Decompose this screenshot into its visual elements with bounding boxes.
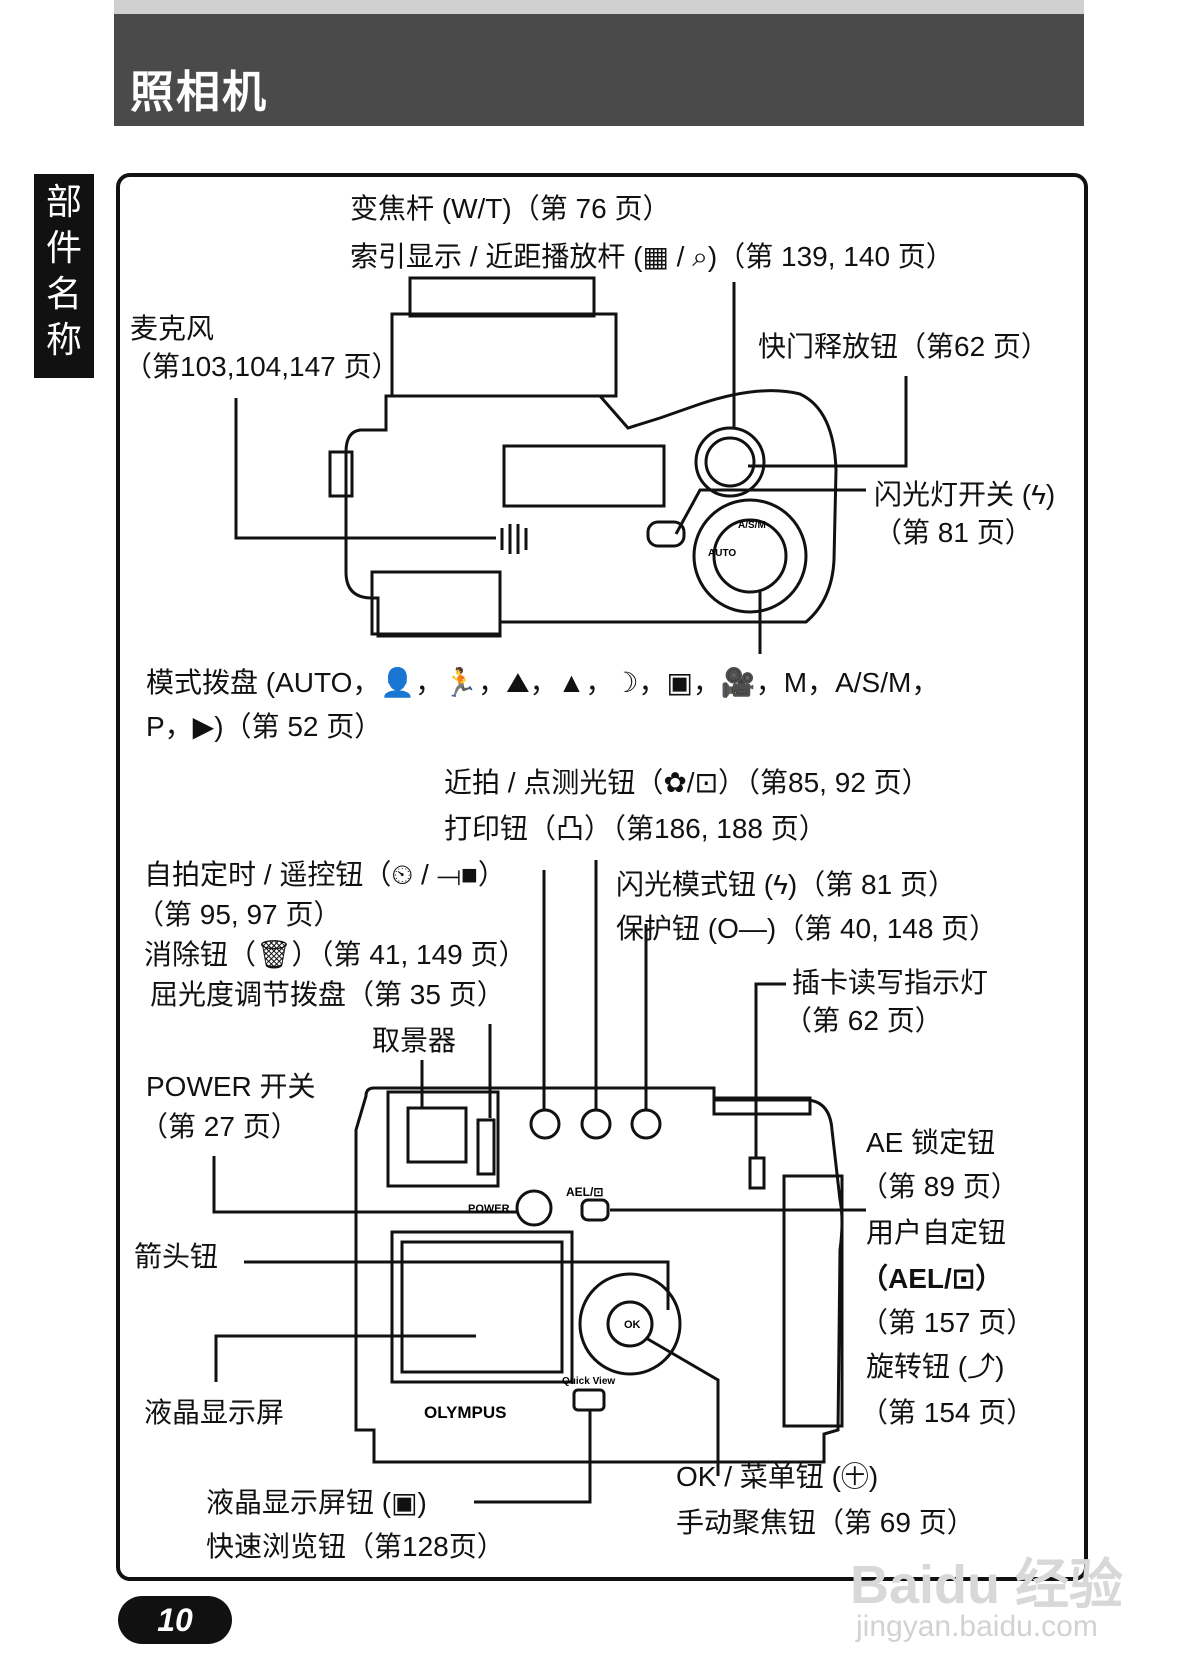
leader-power (212, 1156, 518, 1214)
leader-flash-switch (674, 488, 866, 535)
label-lcd-button: 液晶显示屏钮 (▣) (206, 1487, 427, 1518)
leader-card-lamp (754, 982, 786, 1158)
label-custom-pages: （第 157 页） (860, 1307, 1035, 1338)
camera-ael-text: AEL/⊡ (566, 1185, 603, 1199)
label-index-lever: 索引显示 / 近距播放杆 (▦ / ⌕)（第 139, 140 页） (350, 241, 954, 272)
label-mode-dial-2: P，▶)（第 52 页） (146, 711, 383, 742)
label-mode-dial: 模式拨盘 (AUTO，👤，🏃，⛰，▲，☽，▣，🎥，M，A/S/M， (146, 667, 940, 698)
label-shutter: 快门释放钮（第62 页） (758, 331, 1049, 362)
section-tab-char: 名 (45, 274, 82, 315)
top-dial-edge (712, 1096, 812, 1116)
label-rotate-pages: （第 154 页） (860, 1397, 1035, 1428)
flash-switch (646, 520, 686, 548)
camera-top-body (344, 389, 838, 638)
watermark: Baidu 经验 (850, 1555, 1124, 1615)
watermark-url: jingyan.baidu.com (856, 1610, 1098, 1643)
section-tab-char: 件 (45, 228, 82, 269)
label-diopter: 屈光度调节拨盘（第 35 页） (150, 979, 505, 1010)
label-lcd: 液晶显示屏 (144, 1397, 285, 1428)
lens-barrel (390, 312, 618, 398)
label-microphone-pages: （第103,104,147 页） (124, 351, 400, 382)
section-tab-char: 部 (45, 182, 82, 223)
diopter-dial (476, 1118, 496, 1176)
label-zoom-lever: 变焦杆 (W/T)（第 76 页） (350, 193, 671, 224)
label-ae-lock: AE 锁定钮 (866, 1127, 996, 1158)
leader-lcd (214, 1334, 476, 1382)
self-timer-button (529, 1108, 561, 1140)
label-flash-switch-pages: （第 81 页） (874, 517, 1033, 548)
label-arrow: 箭头钮 (134, 1241, 219, 1272)
camera-asm-text: A/S/M (738, 520, 766, 531)
leader-quickview (474, 1410, 592, 1504)
microphone-grille (500, 524, 528, 554)
label-macro-spot: 近拍 / 点测光钮（✿/⊡）（第85, 92 页） (444, 767, 930, 798)
lcd-screen-frame (390, 1230, 574, 1384)
label-power-pages: （第 27 页） (140, 1111, 299, 1142)
label-rotate: 旋转钮 (⤴) (866, 1351, 1005, 1382)
label-erase: 消除钮（🗑）（第 41, 149 页） (144, 939, 527, 970)
label-flash-switch: 闪光灯开关 (ϟ) (874, 479, 1056, 510)
label-card-lamp-pages: （第 62 页） (784, 1005, 943, 1036)
header-bar (114, 0, 1084, 126)
section-tab: 部 件 名 称 (34, 174, 94, 378)
ok-button (606, 1300, 654, 1348)
grip-front (370, 570, 502, 636)
viewfinder-housing (386, 1090, 500, 1188)
flash-mode-button (630, 1108, 662, 1140)
leader-microphone (234, 398, 496, 540)
leader-ok (645, 1336, 720, 1476)
header-top-strip (114, 0, 1084, 14)
label-quick-view: 快速浏览钮（第128页） (206, 1531, 505, 1562)
card-access-lamp (748, 1156, 766, 1190)
ael-button (580, 1198, 610, 1222)
label-power-switch: POWER 开关 (146, 1071, 316, 1102)
page-number: 10 (118, 1596, 232, 1644)
macro-button (580, 1108, 612, 1140)
camera-auto-text: AUTO (708, 548, 736, 559)
lcd-screen (400, 1240, 564, 1374)
section-tab-char: 称 (45, 320, 82, 361)
shutter-button (694, 426, 766, 498)
label-print: 打印钮（凸）（第186, 188 页） (444, 813, 827, 844)
label-card-lamp: 插卡读写指示灯 (792, 967, 989, 998)
label-self-timer-pages: （第 95, 97 页） (136, 899, 342, 930)
strap-lug-left (328, 450, 354, 498)
lens-cap-ring (408, 276, 596, 318)
mode-dial (692, 498, 808, 614)
arrow-pad (578, 1272, 682, 1376)
label-custom: 用户自定钮 (866, 1217, 1007, 1248)
label-self-timer: 自拍定时 / 遥控钮（⏲ / ⟞■） (144, 859, 506, 890)
camera-ok-text: OK (624, 1319, 641, 1331)
label-manual-focus: 手动聚焦钮（第 69 页） (676, 1507, 975, 1538)
leader-arrow (244, 1260, 670, 1350)
content-frame (116, 173, 1088, 1581)
page-title: 照相机 (130, 67, 268, 118)
top-lcd-panel (502, 444, 666, 508)
viewfinder-window (406, 1106, 468, 1164)
card-door (782, 1174, 844, 1428)
label-ok-menu: OK / 菜单钮 (㊉) (676, 1461, 879, 1492)
label-ae-lock-pages: （第 89 页） (860, 1171, 1019, 1202)
camera-quickview-text: Quick View (562, 1376, 615, 1387)
leader-shutter (748, 376, 908, 468)
label-viewfinder: 取景器 (372, 1025, 457, 1056)
label-flash-mode: 闪光模式钮 (ϟ)（第 81 页） (616, 869, 956, 900)
quickview-button (572, 1388, 606, 1412)
label-protect: 保护钮 (O—)（第 40, 148 页） (616, 913, 998, 944)
camera-power-text: POWER (468, 1203, 510, 1215)
camera-brand: OLYMPUS (424, 1403, 507, 1422)
power-switch (515, 1189, 553, 1227)
label-custom-symbol: （AEL/⊡） (860, 1263, 1004, 1294)
camera-back-body (354, 1086, 844, 1464)
label-microphone: 麦克风 (130, 313, 215, 344)
